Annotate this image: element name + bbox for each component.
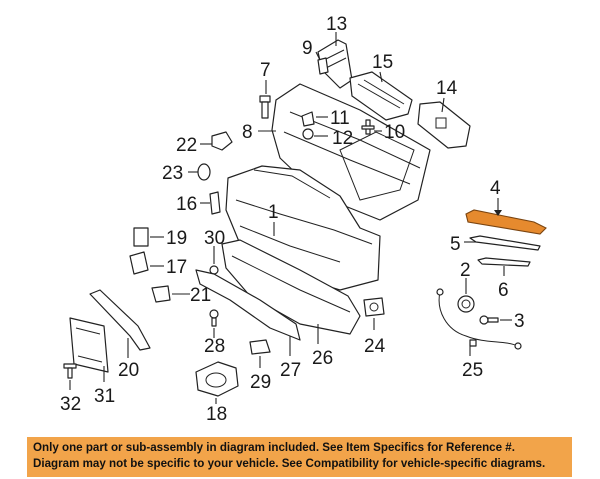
part-14-bracket bbox=[417, 101, 471, 149]
callout-23: 23 bbox=[162, 163, 183, 184]
part-17-lamp bbox=[129, 251, 149, 275]
callout-28: 28 bbox=[204, 336, 225, 357]
callout-27: 27 bbox=[280, 360, 301, 381]
part-24-sensor bbox=[363, 297, 385, 317]
callout-30: 30 bbox=[204, 228, 225, 249]
part-12-nut bbox=[302, 128, 314, 140]
callout-17: 17 bbox=[166, 257, 187, 278]
part-18-bezel bbox=[195, 361, 239, 397]
callout-2: 2 bbox=[460, 260, 471, 281]
callout-14: 14 bbox=[436, 78, 458, 99]
notice-line-1: Only one part or sub-assembly in diagram… bbox=[33, 441, 515, 454]
callout-5: 5 bbox=[450, 234, 461, 255]
callout-8: 8 bbox=[242, 122, 253, 143]
callout-12: 12 bbox=[332, 128, 353, 149]
callout-7: 7 bbox=[260, 60, 271, 81]
compatibility-notice-banner: Only one part or sub-assembly in diagram… bbox=[27, 437, 572, 477]
callout-4: 4 bbox=[490, 178, 501, 199]
part-22-sensor bbox=[211, 131, 233, 151]
callout-29: 29 bbox=[250, 372, 271, 393]
callout-26: 26 bbox=[312, 348, 333, 369]
part-11-retainer bbox=[301, 111, 315, 127]
callout-16: 16 bbox=[176, 194, 197, 215]
part-6-strip bbox=[477, 257, 531, 267]
part-27-deflector bbox=[195, 269, 301, 341]
part-29-bracket bbox=[249, 339, 271, 355]
part-15-absorber bbox=[349, 71, 413, 121]
callout-6: 6 bbox=[498, 280, 509, 301]
callout-15: 15 bbox=[372, 52, 393, 73]
part-10-screw bbox=[361, 119, 375, 135]
part-3-screw bbox=[479, 315, 499, 325]
part-16-bracket bbox=[209, 191, 221, 215]
callout-13: 13 bbox=[326, 14, 347, 35]
callout-18: 18 bbox=[206, 404, 227, 425]
part-2-fog-lamp bbox=[457, 295, 475, 313]
callout-20: 20 bbox=[118, 360, 139, 381]
callout-9: 9 bbox=[302, 38, 313, 59]
part-21-connector bbox=[151, 285, 171, 303]
part-25-wiring-harness bbox=[436, 288, 522, 350]
callout-3: 3 bbox=[514, 311, 525, 332]
part-26-lower-cover bbox=[221, 239, 361, 335]
part-5-molding bbox=[469, 235, 541, 251]
callout-11: 11 bbox=[330, 108, 350, 129]
part-4-highlighted-reinforcement bbox=[465, 209, 547, 235]
callout-25: 25 bbox=[462, 360, 483, 381]
part-31-license-bracket bbox=[69, 317, 109, 373]
part-28-grommet bbox=[209, 309, 219, 327]
part-19-insert bbox=[133, 227, 149, 247]
part-9-clip bbox=[317, 57, 329, 75]
notice-line-2: Diagram may not be specific to your vehi… bbox=[33, 457, 546, 470]
callout-19: 19 bbox=[166, 228, 187, 249]
callout-1: 1 bbox=[268, 202, 279, 223]
part-20-molding bbox=[89, 289, 151, 351]
callout-10: 10 bbox=[384, 122, 405, 143]
callout-22: 22 bbox=[176, 135, 197, 156]
part-32-screw bbox=[63, 363, 77, 379]
part-23-grommet bbox=[197, 163, 211, 181]
part-7-bolt bbox=[259, 95, 271, 119]
callout-21: 21 bbox=[190, 285, 211, 306]
callout-31: 31 bbox=[94, 386, 115, 407]
callout-24: 24 bbox=[364, 336, 386, 357]
exploded-parts-diagram: 13 9 15 14 7 8 11 12 bbox=[60, 14, 547, 425]
callout-32: 32 bbox=[60, 394, 81, 415]
